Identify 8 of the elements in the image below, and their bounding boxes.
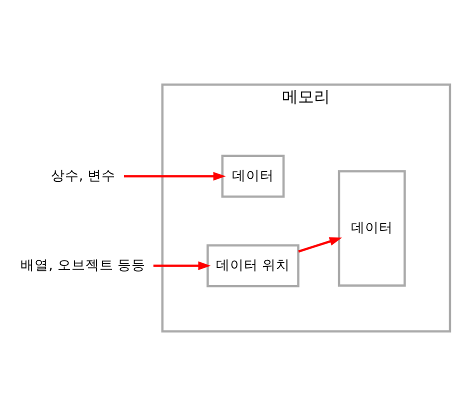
- node-box: 데이터: [221, 154, 285, 198]
- node-box: 데이터: [338, 170, 406, 287]
- arrow: [298, 237, 342, 253]
- node-box: 데이터 위치: [206, 244, 300, 288]
- node-text: 배열, 오브젝트 등등: [20, 257, 146, 274]
- arrow: [153, 261, 211, 270]
- arrow: [124, 172, 226, 181]
- node-text: 상수, 변수: [50, 168, 116, 184]
